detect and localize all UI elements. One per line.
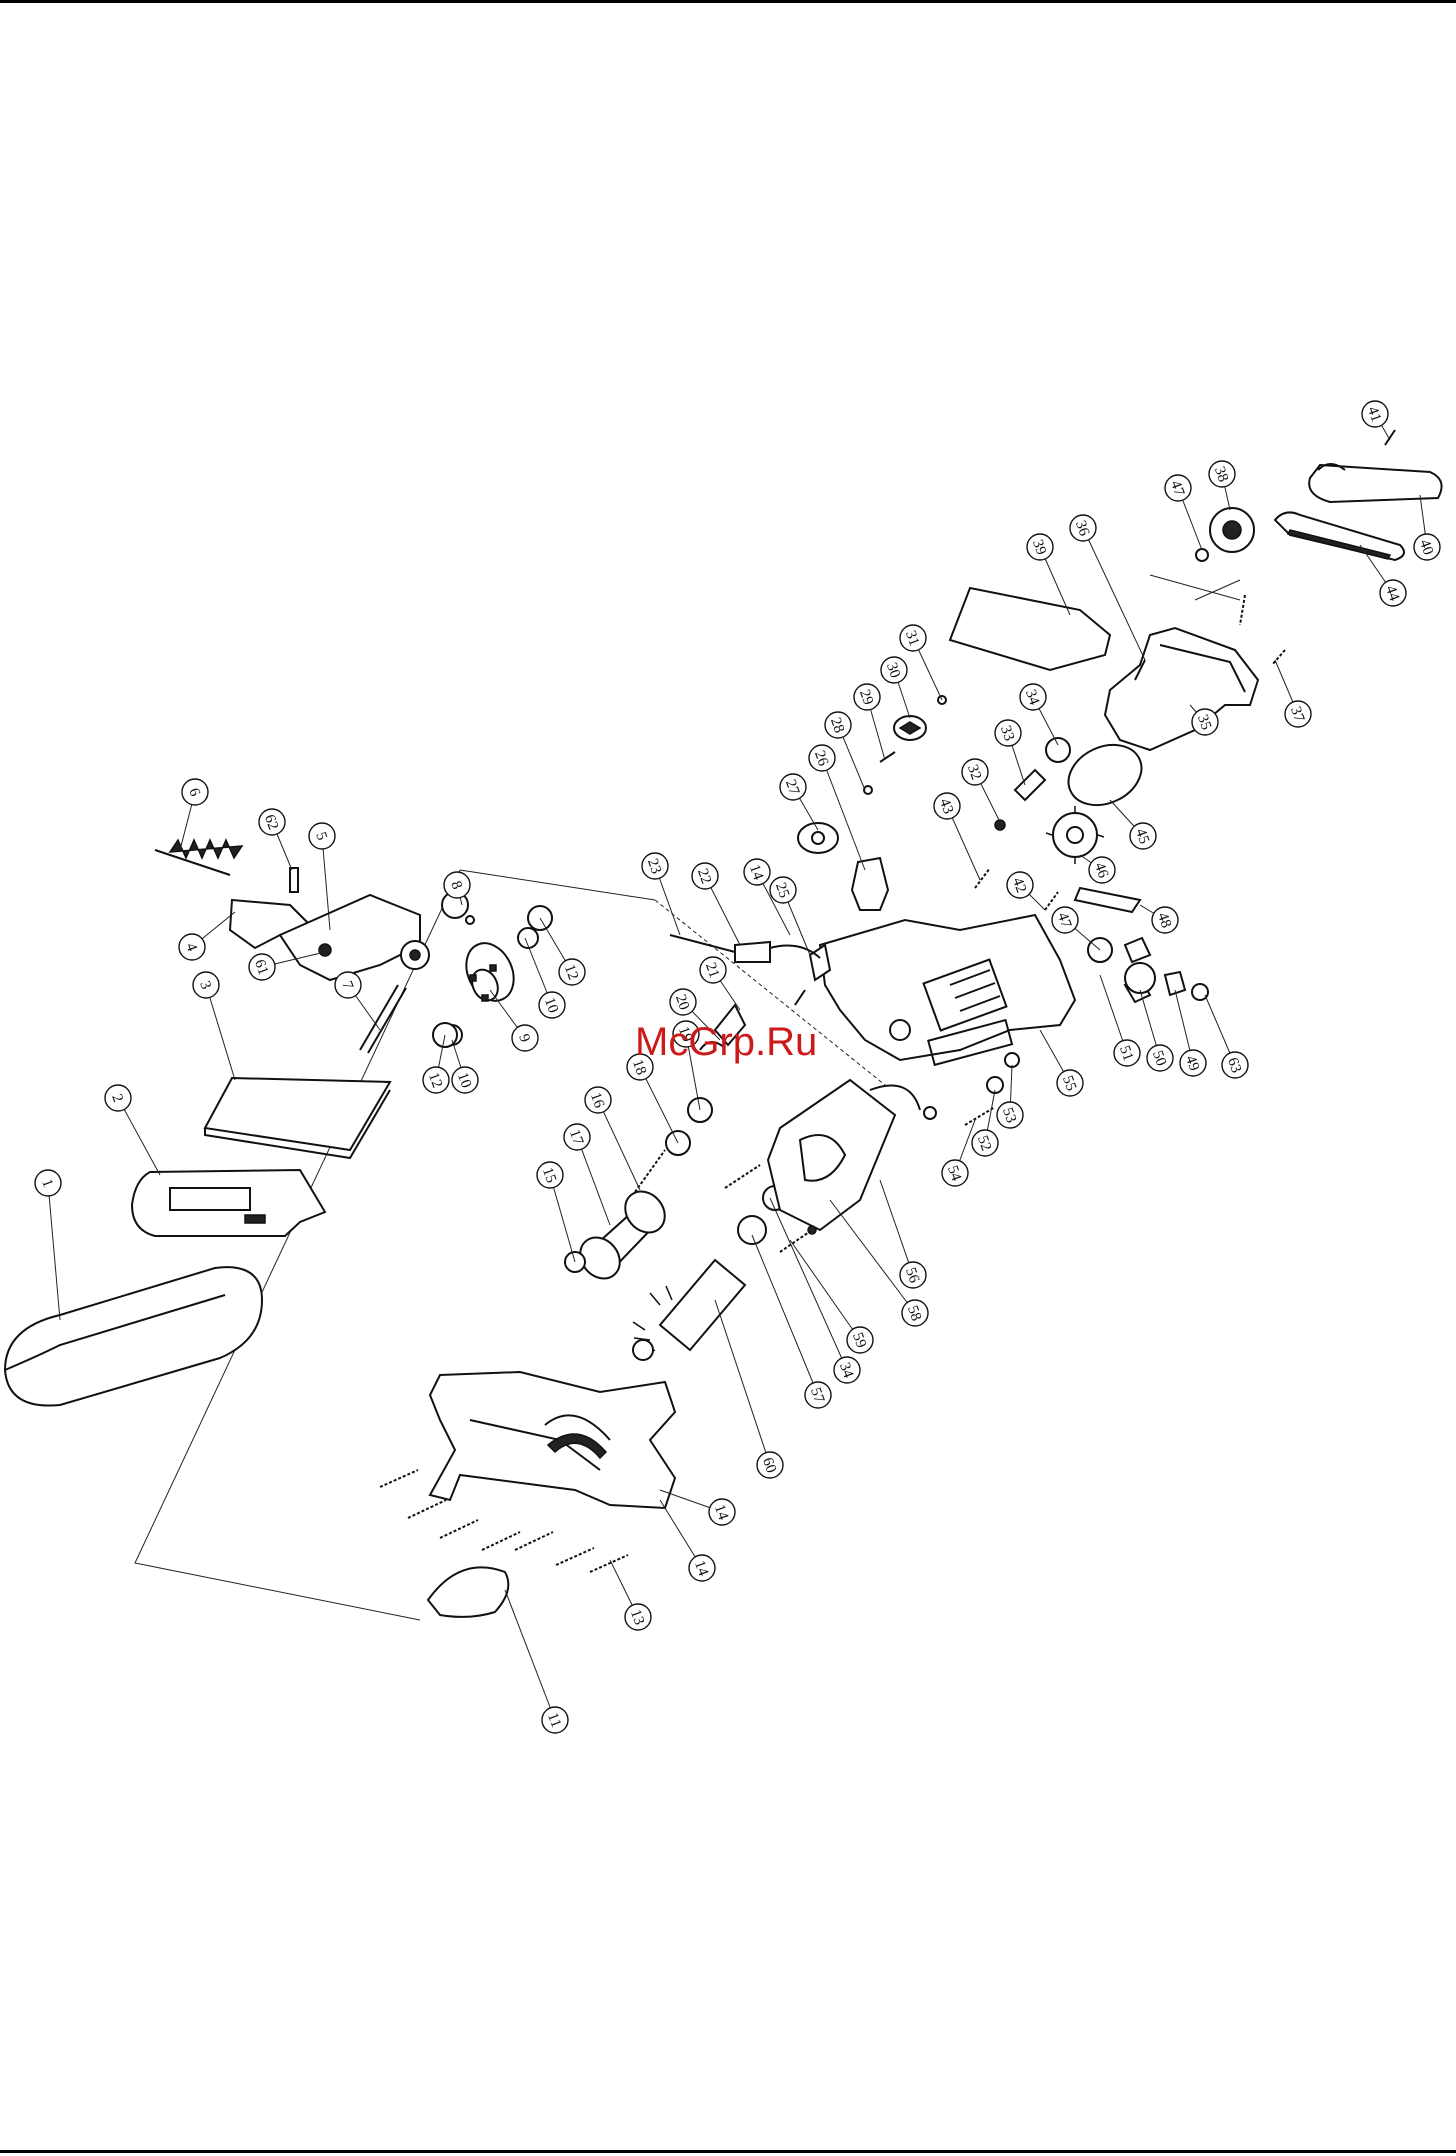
callout-45: 45 — [1110, 800, 1156, 849]
callout-47: 47 — [1052, 907, 1100, 950]
callout-11: 11 — [505, 1590, 568, 1733]
motor-housing — [820, 915, 1075, 1065]
callout-4: 4 — [179, 912, 235, 960]
callout-55: 55 — [1040, 1030, 1083, 1096]
callout-3: 3 — [193, 972, 235, 1080]
rear-roller-assembly — [565, 1098, 712, 1286]
callout-leader-line — [598, 1100, 640, 1190]
callout-37: 37 — [1275, 660, 1311, 727]
callout-49: 49 — [1175, 990, 1206, 1076]
callout-50: 50 — [1140, 990, 1173, 1071]
callout-23: 23 — [642, 853, 680, 935]
callout-34: 34 — [1020, 684, 1058, 745]
callout-25: 25 — [770, 877, 810, 955]
callout-17: 17 — [564, 1124, 610, 1225]
drive-roller-assembly — [433, 906, 552, 1047]
callout-56: 56 — [880, 1180, 926, 1288]
platen-pad — [205, 1078, 390, 1158]
callout-leader-line — [577, 1137, 610, 1225]
callout-41: 41 — [1362, 401, 1390, 440]
callout-2: 2 — [105, 1085, 160, 1175]
callout-43: 43 — [934, 793, 980, 880]
callout-10: 10 — [452, 1040, 478, 1093]
callout-leader-line — [505, 1590, 555, 1720]
callout-63: 63 — [1205, 995, 1248, 1078]
callout-leader-line — [206, 985, 235, 1080]
callout-14: 14 — [660, 1500, 715, 1581]
callout-18: 18 — [627, 1054, 678, 1143]
callout-30: 30 — [881, 657, 910, 718]
callout-60: 60 — [715, 1300, 783, 1478]
callout-33: 33 — [995, 720, 1025, 785]
callout-53: 53 — [997, 1065, 1023, 1128]
drive-belt-pulleys — [1196, 430, 1442, 561]
watermark-text: McGrp.Ru — [635, 1020, 817, 1064]
callout-leader-line — [48, 1183, 60, 1320]
callout-leader-line — [715, 1300, 770, 1465]
callout-47: 47 — [1165, 475, 1202, 550]
dust-cover — [428, 1567, 508, 1617]
callout-22: 22 — [692, 863, 740, 945]
callout-14: 14 — [660, 1490, 735, 1525]
base-plate — [132, 1170, 325, 1236]
callout-29: 29 — [854, 684, 885, 760]
callout-42: 42 — [1007, 872, 1045, 910]
callout-48: 48 — [1140, 905, 1178, 933]
callout-7: 7 — [335, 972, 380, 1030]
callout-16: 16 — [585, 1087, 640, 1190]
stator — [768, 1080, 936, 1230]
callout-62: 62 — [259, 809, 292, 870]
callout-leader-line — [830, 1200, 915, 1313]
lower-housing — [430, 1372, 675, 1508]
callout-54: 54 — [942, 1120, 975, 1186]
callout-31: 31 — [900, 625, 942, 700]
callout-57: 57 — [752, 1235, 831, 1408]
callout-32: 32 — [962, 759, 1000, 822]
callout-38: 38 — [1209, 461, 1235, 510]
callout-leader-line — [752, 1235, 818, 1395]
callout-15: 15 — [537, 1162, 575, 1262]
callout-40: 40 — [1414, 495, 1440, 560]
callout-46: 46 — [1080, 855, 1115, 883]
callout-labels: 1234567891010111212131414141516171819202… — [35, 401, 1440, 1733]
callout-leader-line — [790, 1240, 860, 1340]
sanding-belt — [5, 1267, 262, 1405]
callout-leader-line — [880, 1180, 913, 1275]
callout-9: 9 — [490, 990, 538, 1051]
callout-1: 1 — [35, 1170, 61, 1320]
callout-21: 21 — [700, 957, 740, 1010]
callout-13: 13 — [610, 1560, 651, 1630]
callout-52: 52 — [972, 1090, 998, 1156]
callout-27: 27 — [780, 774, 818, 830]
